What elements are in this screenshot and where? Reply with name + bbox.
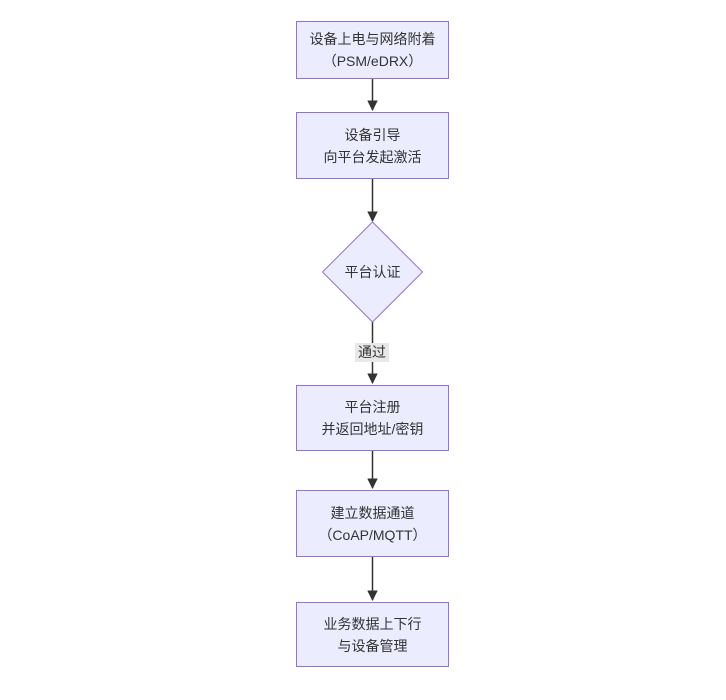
node-label-line: 与设备管理 (337, 637, 408, 654)
node-business-data: 业务数据上下行 与设备管理 (296, 602, 449, 667)
node-data-channel: 建立数据通道 （CoAP/MQTT） (296, 490, 449, 557)
node-label-line: 平台注册 (344, 399, 401, 415)
edge-label-pass: 通过 (355, 343, 389, 362)
node-label-line: 设备引导 (344, 126, 401, 143)
node-bootstrap: 设备引导 向平台发起激活 (296, 112, 449, 179)
decision-diamond-shape (321, 221, 424, 323)
node-power-on: 设备上电与网络附着 （PSM/eDRX） (296, 21, 449, 79)
node-label-line: 设备上电与网络附着 (309, 31, 436, 47)
node-label-line: 并返回地址/密钥 (321, 421, 424, 437)
node-register: 平台注册 并返回地址/密钥 (296, 385, 449, 451)
node-label-line: 向平台发起激活 (323, 148, 422, 165)
node-auth-label: 平台认证 (344, 264, 401, 280)
node-label-line: （CoAP/MQTT） (318, 526, 427, 543)
node-label-line: 建立数据通道 (330, 504, 415, 521)
node-label-line: 业务数据上下行 (323, 615, 422, 632)
node-label-line: （PSM/eDRX） (322, 53, 423, 69)
